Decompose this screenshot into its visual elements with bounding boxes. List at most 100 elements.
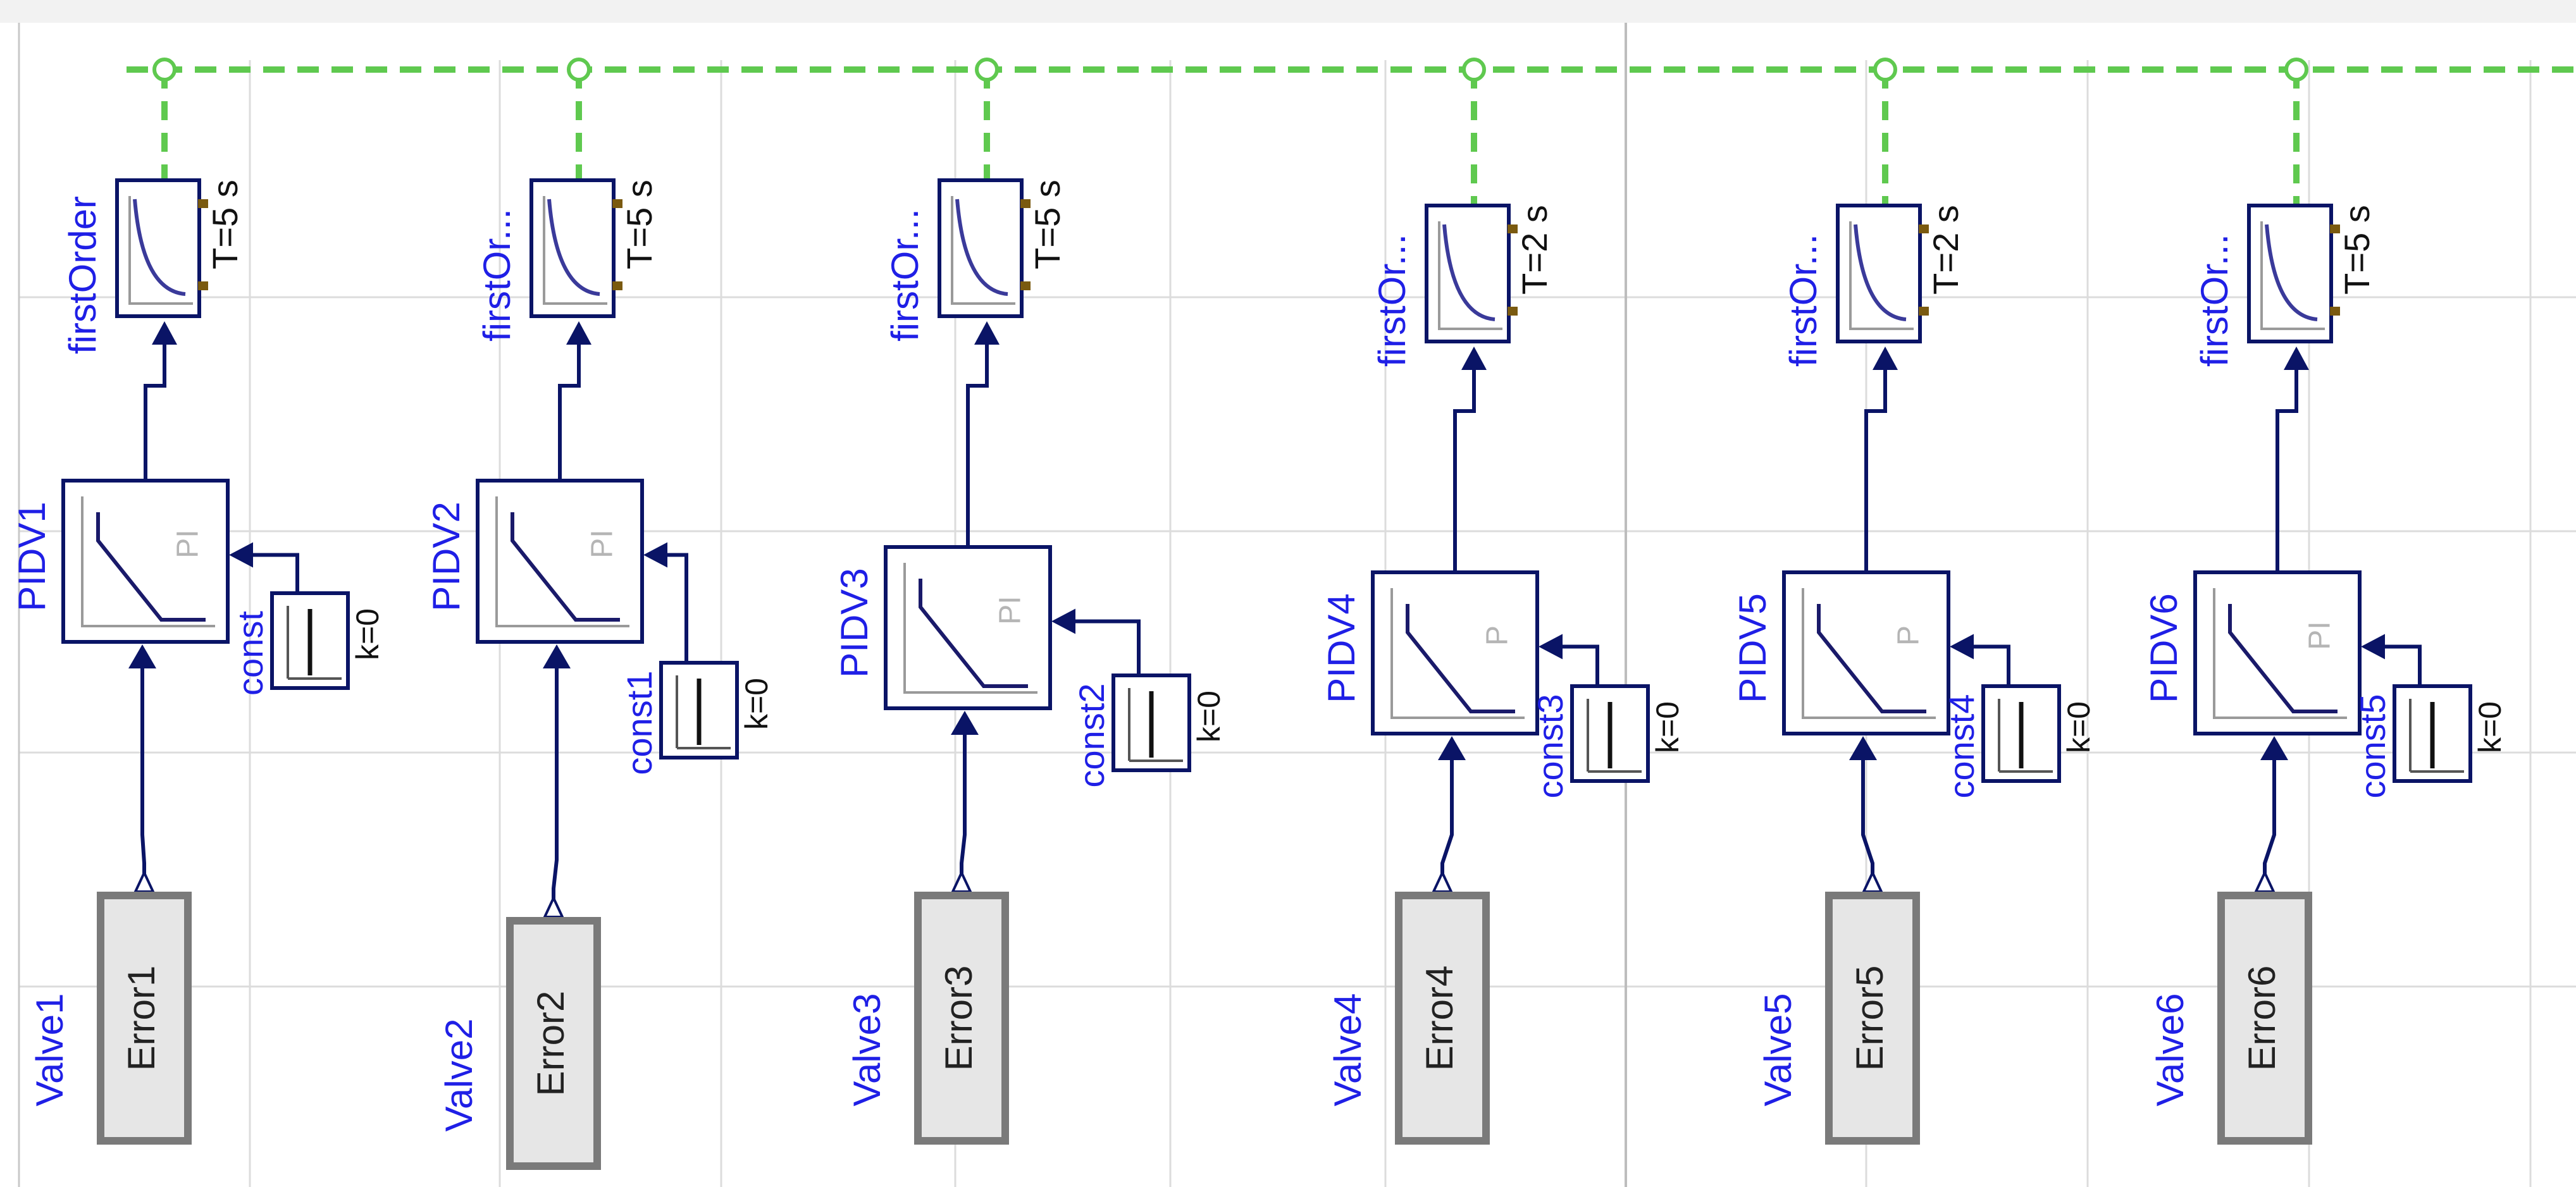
output-port xyxy=(612,281,622,290)
pid-axes xyxy=(1802,588,1936,719)
signal-wire xyxy=(2385,644,2422,686)
input-arrow xyxy=(566,321,591,345)
error-button-face xyxy=(1833,899,1912,1137)
error-toggle-button[interactable] xyxy=(914,892,1009,1145)
error-toggle-button[interactable] xyxy=(506,917,601,1170)
bus-junction-node xyxy=(567,58,591,82)
pid-label: PIDV2 xyxy=(425,501,468,611)
signal-wire xyxy=(966,345,989,547)
pid-label: PIDV6 xyxy=(2143,593,2185,703)
first-order-block[interactable] xyxy=(529,178,622,318)
controller-mode-label: PI xyxy=(171,529,205,558)
pid-controller-block[interactable] xyxy=(884,545,1052,710)
output-port xyxy=(2330,224,2340,233)
input-arrow xyxy=(2260,736,2288,760)
error-button-label: Error6 xyxy=(2241,966,2283,1071)
output-port xyxy=(198,199,208,208)
pid-response-line xyxy=(511,512,620,622)
valve-label: Valve6 xyxy=(2149,993,2191,1106)
const-block[interactable] xyxy=(1981,684,2061,783)
bus-junction-node xyxy=(1462,58,1486,82)
signal-wire xyxy=(144,345,166,481)
error-button-label: Error3 xyxy=(938,966,980,1071)
controller-mode-label: PI xyxy=(2303,621,2337,649)
first-order-label: firstOr... xyxy=(2193,234,2236,367)
time-constant-label: T=5 s xyxy=(619,180,659,269)
time-constant-label: T=5 s xyxy=(205,180,245,269)
input-arrow xyxy=(543,644,571,668)
pid-frame xyxy=(2193,570,2362,735)
const-block[interactable] xyxy=(270,591,350,690)
const-block[interactable] xyxy=(659,661,739,760)
pid-frame xyxy=(1371,570,1539,735)
const-label: const3 xyxy=(1530,694,1570,799)
first-order-curve xyxy=(547,199,600,296)
error-toggle-button[interactable] xyxy=(2217,892,2312,1145)
first-order-curve xyxy=(955,199,1008,296)
first-order-label: firstOr... xyxy=(476,209,518,341)
const-param-label: k=0 xyxy=(2061,701,2096,753)
pid-frame xyxy=(61,479,230,644)
pid-controller-block[interactable] xyxy=(1371,570,1539,735)
input-arrow xyxy=(152,321,177,345)
time-constant-label: T=2 s xyxy=(1926,205,1966,295)
bus-junction-node xyxy=(975,58,999,82)
error-button-label: Error1 xyxy=(120,966,163,1071)
pid-axes xyxy=(903,563,1037,694)
pid-controller-block[interactable] xyxy=(476,479,644,644)
first-order-block[interactable] xyxy=(1425,204,1518,343)
signal-wire xyxy=(558,345,581,481)
output-port xyxy=(1020,199,1031,208)
signal-wire xyxy=(140,667,146,892)
valve-label: Valve3 xyxy=(846,993,888,1106)
const-label: const5 xyxy=(2353,694,2393,799)
error-button-face xyxy=(104,899,184,1137)
first-order-block[interactable] xyxy=(115,178,208,318)
pid-axes xyxy=(1390,588,1525,719)
error-toggle-button[interactable] xyxy=(97,892,192,1145)
first-order-label: firstOr... xyxy=(1371,234,1413,367)
first-order-block[interactable] xyxy=(938,178,1031,318)
pid-response-line xyxy=(1817,604,1926,713)
error-button-label: Error2 xyxy=(529,991,572,1097)
first-order-curve xyxy=(2265,224,2318,321)
valve-label: Valve1 xyxy=(28,993,71,1106)
const-label: const1 xyxy=(619,671,659,775)
first-order-block[interactable] xyxy=(1836,204,1929,343)
error-toggle-button[interactable] xyxy=(1395,892,1490,1145)
error-toggle-button[interactable] xyxy=(1825,892,1920,1145)
const-block[interactable] xyxy=(1112,673,1191,772)
first-order-block[interactable] xyxy=(2247,204,2340,343)
pid-response-line xyxy=(919,579,1028,688)
bus-junction-node xyxy=(152,58,176,82)
pid-label: PIDV5 xyxy=(1731,593,1774,703)
pid-axes xyxy=(495,496,629,627)
time-constant-label: T=5 s xyxy=(1027,180,1067,269)
error-button-label: Error5 xyxy=(1848,966,1891,1071)
first-order-axes xyxy=(1849,221,1914,330)
error-button-face xyxy=(514,925,593,1162)
pid-label: PIDV4 xyxy=(1320,593,1363,703)
const-block[interactable] xyxy=(2393,684,2472,783)
const-param-label: k=0 xyxy=(1191,691,1227,742)
pid-frame xyxy=(1782,570,1950,735)
const-label: const2 xyxy=(1072,684,1112,788)
pid-controller-block[interactable] xyxy=(1782,570,1950,735)
valve-label: Valve5 xyxy=(1757,993,1799,1106)
first-order-curve xyxy=(1442,224,1495,321)
pid-controller-block[interactable] xyxy=(2193,570,2362,735)
const-param-label: k=0 xyxy=(1650,701,1685,753)
pid-frame xyxy=(884,545,1052,710)
first-order-curve xyxy=(1854,224,1907,321)
first-order-curve xyxy=(133,199,186,296)
first-order-label: firstOr... xyxy=(884,209,926,341)
controller-mode-label: P xyxy=(1892,625,1926,646)
pid-controller-block[interactable] xyxy=(61,479,230,644)
const-block[interactable] xyxy=(1570,684,1650,783)
first-order-axes xyxy=(2260,221,2325,330)
